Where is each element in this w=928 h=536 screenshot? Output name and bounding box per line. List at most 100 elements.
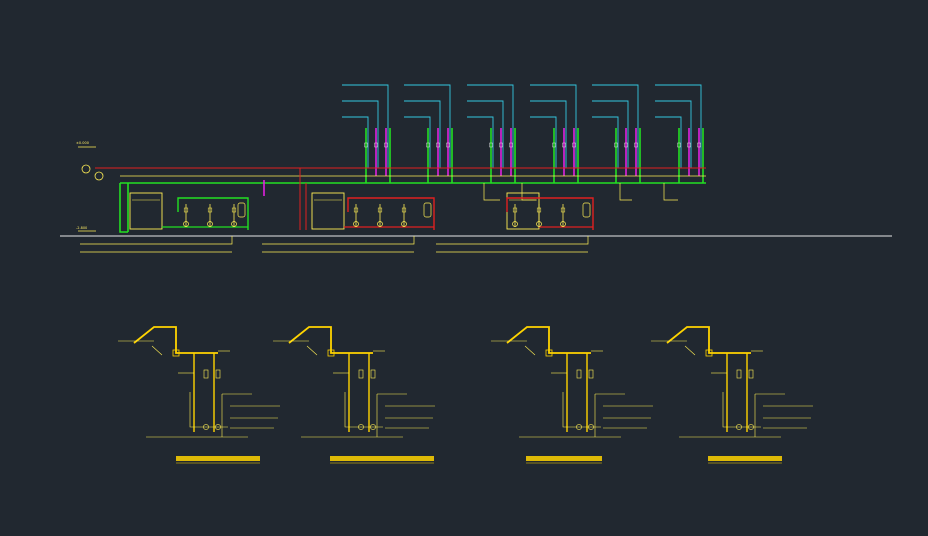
valve-icon (545, 349, 553, 357)
detail-drawing (491, 326, 653, 464)
pressure-vessel (237, 202, 246, 218)
riser-cyan (530, 84, 577, 168)
valve-icon (736, 369, 742, 379)
riser-group (592, 84, 641, 183)
valve-icon (377, 207, 383, 213)
valve-icon (509, 142, 513, 148)
water-tank (129, 192, 163, 230)
pump-icon (736, 424, 742, 430)
detail-line (306, 345, 318, 356)
detail-caption-bar (176, 456, 260, 461)
riser-cyan (592, 100, 629, 168)
valve-icon (370, 369, 376, 379)
detail-caption-bar (526, 456, 602, 461)
riser-cyan (467, 100, 504, 168)
detail-main-pipe (506, 326, 591, 354)
valve-icon (364, 142, 368, 148)
detail-main-pipe (288, 326, 373, 354)
label-elevation-bottom: -2.800 (76, 226, 87, 230)
valve-icon (353, 207, 359, 213)
detail-drawings (118, 326, 813, 464)
valve-icon (489, 142, 493, 148)
valve-icon (560, 207, 566, 213)
riser-cyan (530, 100, 567, 168)
valve-icon (576, 369, 582, 379)
valve-icon (562, 142, 566, 148)
valve-icon (572, 142, 576, 148)
main-pipes (95, 167, 706, 233)
pump-icon (377, 221, 383, 227)
pump-icon (512, 221, 518, 227)
pump-station (506, 192, 594, 230)
detail-line (684, 345, 696, 356)
riser-cyan (655, 116, 682, 168)
pump-icon (231, 221, 237, 227)
valve-icon (748, 369, 754, 379)
riser-group (655, 84, 704, 183)
pump-icon (183, 221, 189, 227)
valve-icon (401, 207, 407, 213)
pump-icon (215, 424, 221, 430)
detail-caption-bar (330, 456, 434, 461)
pump-icon (370, 424, 376, 430)
valve-icon (588, 369, 594, 379)
pump-icon (353, 221, 359, 227)
pump-icon (401, 221, 407, 227)
detail-caption-bar (708, 456, 782, 461)
pump-icon (588, 424, 594, 430)
valve-icon (203, 369, 209, 379)
valve-icon (215, 369, 221, 379)
valve-icon (358, 369, 364, 379)
riser-group (404, 84, 453, 183)
valve-icon (614, 142, 618, 148)
meter-icon (81, 164, 91, 174)
valve-icon (172, 349, 180, 357)
detail-line (524, 345, 536, 356)
pump-stations (129, 192, 594, 230)
detail-drawing (651, 326, 813, 464)
meter-icon (94, 171, 104, 181)
valve-icon (231, 207, 237, 213)
valve-icon (436, 142, 440, 148)
valve-icon (499, 142, 503, 148)
underground-lines (80, 236, 589, 253)
riser-cyan (467, 116, 494, 168)
valve-icon (697, 142, 701, 148)
pump-icon (576, 424, 582, 430)
pump-icon (207, 221, 213, 227)
valve-icon (207, 207, 213, 213)
valve-icon (552, 142, 556, 148)
riser-cyan (592, 116, 619, 168)
valve-icon (183, 207, 189, 213)
pump-station (129, 192, 249, 230)
detail-line (151, 345, 163, 356)
valve-icon (634, 142, 638, 148)
riser-cyan (342, 116, 369, 168)
station-header (506, 197, 594, 230)
riser-cyan (530, 116, 557, 168)
detail-drawing (273, 326, 435, 464)
pump-icon (536, 221, 542, 227)
riser-groups (342, 84, 704, 183)
pump-icon (358, 424, 364, 430)
valve-icon (705, 349, 713, 357)
riser-cyan (342, 84, 389, 168)
valve-icon (384, 142, 388, 148)
valve-icon (374, 142, 378, 148)
pressure-vessel (423, 202, 432, 218)
detail-main-pipe (666, 326, 751, 354)
riser-cyan (404, 84, 451, 168)
riser-cyan (655, 100, 692, 168)
valve-icon (426, 142, 430, 148)
detail-main-pipe (133, 326, 218, 354)
riser-group (342, 84, 391, 183)
valve-icon (446, 142, 450, 148)
detail-drawing (118, 326, 280, 464)
riser-cyan (404, 116, 431, 168)
valve-icon (512, 207, 518, 213)
valve-icon (327, 349, 335, 357)
valve-icon (687, 142, 691, 148)
label-elevation-top: ±0.000 (76, 141, 89, 145)
valve-icon (624, 142, 628, 148)
